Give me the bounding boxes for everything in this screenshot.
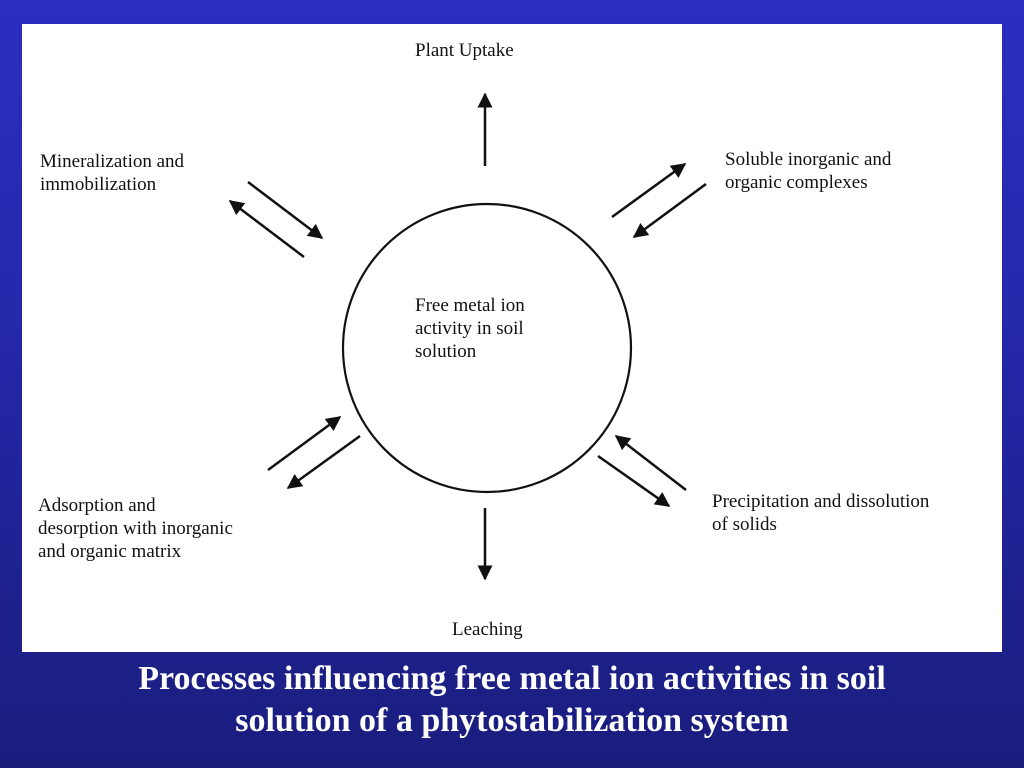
plant-uptake-label: Plant Uptake bbox=[415, 39, 514, 62]
leaching-label: Leaching bbox=[452, 618, 523, 641]
center-line-1: Free metal ion bbox=[415, 295, 525, 316]
arrow-to-precipitation bbox=[597, 454, 671, 508]
center-line-3: solution bbox=[415, 341, 477, 362]
soluble-complexes-line-2: organic complexes bbox=[725, 172, 868, 193]
soluble-complexes-line-1: Soluble inorganic and bbox=[725, 149, 892, 170]
adsorption-label: Adsorption and desorption with inorganic… bbox=[38, 494, 233, 563]
center-label: Free metal ion activity in soil solution bbox=[415, 294, 525, 363]
arrow-to-mineralization bbox=[228, 200, 305, 258]
slide-caption: Processes influencing free metal ion act… bbox=[0, 658, 1024, 742]
precipitation-line-2: of solids bbox=[712, 514, 777, 535]
arrow-from-adsorption bbox=[267, 415, 342, 472]
center-circle bbox=[341, 202, 633, 494]
mineralization-label: Mineralization and immobilization bbox=[40, 150, 184, 196]
caption-line-2: solution of a phytostabilization system bbox=[235, 702, 789, 739]
arrow-to-dissolution bbox=[614, 435, 687, 491]
plant-uptake-line-1: Plant Uptake bbox=[415, 40, 514, 61]
adsorption-line-2: desorption with inorganic bbox=[38, 518, 233, 539]
diagram-canvas bbox=[228, 92, 707, 581]
caption-line-1: Processes influencing free metal ion act… bbox=[138, 660, 886, 697]
adsorption-line-1: Adsorption and bbox=[38, 495, 156, 516]
center-line-2: activity in soil bbox=[415, 318, 524, 339]
arrow-to-immobilization bbox=[247, 181, 324, 239]
soluble-complexes-label: Soluble inorganic and organic complexes bbox=[725, 148, 891, 194]
leaching-line-1: Leaching bbox=[452, 619, 523, 640]
precipitation-label: Precipitation and dissolution of solids bbox=[712, 490, 929, 536]
mineralization-line-1: Mineralization and bbox=[40, 151, 185, 172]
adsorption-line-3: and organic matrix bbox=[38, 541, 182, 562]
diagram-panel: Plant Uptake Mineralization and immobili… bbox=[22, 24, 1002, 652]
arrow-from-soluble-complexes bbox=[632, 182, 707, 239]
mineralization-line-2: immobilization bbox=[40, 174, 157, 195]
arrow-to-soluble-complexes bbox=[611, 162, 687, 219]
arrow-to-adsorption bbox=[286, 434, 361, 490]
precipitation-line-1: Precipitation and dissolution bbox=[712, 491, 930, 512]
